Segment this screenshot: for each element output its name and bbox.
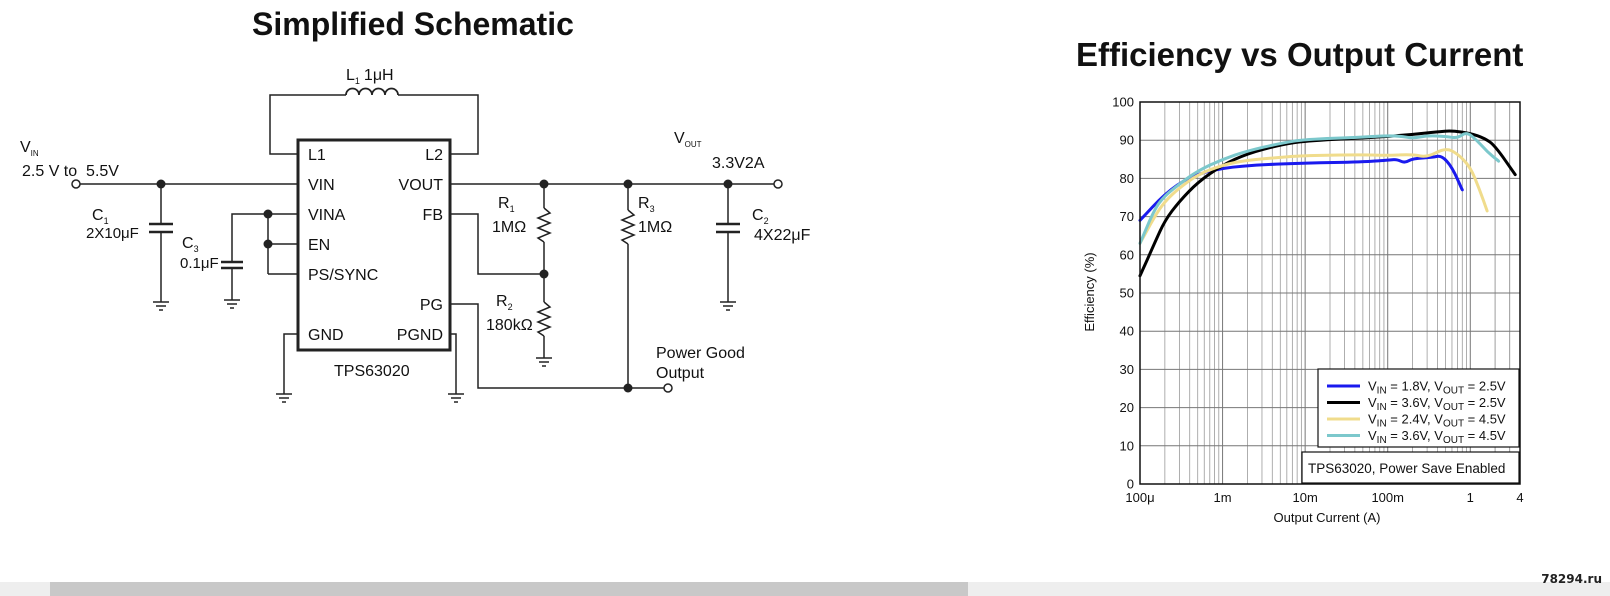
chart-grid [1139, 101, 1521, 485]
y-tick-label: 0 [1127, 477, 1134, 492]
y-tick-label: 100 [1112, 95, 1134, 110]
x-tick-label: 100m [1371, 490, 1404, 505]
series-line-1 [1138, 154, 1464, 222]
power-good-label-line2: Output [656, 365, 705, 382]
horizontal-scrollbar[interactable] [0, 582, 1610, 596]
pin-l2: L2 [425, 147, 443, 164]
r3-value: 1MΩ [638, 219, 672, 236]
c1-value: 2X10μF [86, 225, 139, 242]
chart-series [1138, 129, 1517, 278]
y-tick-labels: 0 10 20 30 40 50 60 70 80 90 100 [1112, 95, 1134, 492]
r2-label: R2 [496, 293, 513, 312]
c2-value: 4X22μF [754, 227, 811, 244]
x-tick-label: 1 [1467, 490, 1474, 505]
c1-label: C1 [92, 207, 109, 226]
r2-resistor [536, 301, 552, 337]
chart-title: Efficiency vs Output Current [1076, 36, 1524, 73]
ground-symbols [153, 299, 736, 403]
power-good-label-line1: Power Good [656, 345, 745, 362]
pin-en: EN [308, 237, 330, 254]
x-tick-label: 4 [1516, 490, 1523, 505]
c3-label: C3 [182, 235, 199, 254]
series-line-4 [1138, 132, 1501, 245]
pin-vin: VIN [308, 177, 335, 194]
terminals [71, 179, 783, 393]
annotation-text: TPS63020, Power Save Enabled [1308, 461, 1505, 476]
junction-dots [156, 179, 733, 393]
vout-value: 3.3V2A [712, 155, 765, 172]
y-tick-label: 80 [1120, 171, 1134, 186]
y-tick-label: 40 [1120, 324, 1134, 339]
y-tick-label: 90 [1120, 133, 1134, 148]
y-tick-label: 70 [1120, 209, 1134, 224]
pin-gnd: GND [308, 327, 344, 344]
vout-label: VOUT [674, 130, 702, 149]
pin-pgnd: PGND [397, 327, 443, 344]
r2-value: 180kΩ [486, 317, 533, 334]
inductor-symbol [345, 87, 399, 96]
r1-label: R1 [498, 195, 515, 214]
x-axis-label: Output Current (A) [1274, 510, 1381, 525]
r3-label: R3 [638, 195, 655, 214]
legend-entry: VIN = 3.6V, VOUT = 4.5V [1368, 428, 1506, 446]
scrollbar-thumb[interactable] [50, 582, 968, 596]
ic-name: TPS63020 [334, 363, 410, 380]
ic-body [296, 138, 452, 352]
legend-box [1317, 368, 1520, 448]
y-tick-label: 50 [1120, 286, 1134, 301]
watermark: 78294.ru [1541, 572, 1602, 586]
r3-resistor [620, 209, 636, 245]
y-tick-label: 60 [1120, 247, 1134, 262]
x-tick-label: 10m [1292, 490, 1317, 505]
r1-value: 1MΩ [492, 219, 526, 236]
chart-annotation: TPS63020, Power Save Enabled [1301, 451, 1520, 484]
x-tick-label: 1m [1214, 490, 1232, 505]
series-line-2 [1138, 129, 1517, 278]
c3-value: 0.1μF [180, 255, 219, 272]
pin-l1: L1 [308, 147, 326, 164]
schematic-diagram: L1 VIN VINA EN PS/SYNC GND L2 VOUT FB PG… [20, 67, 811, 403]
vin-range: 2.5 V to 5.5V [22, 163, 119, 180]
schematic-title: Simplified Schematic [252, 6, 574, 42]
pin-pg: PG [420, 297, 443, 314]
pin-ps-sync: PS/SYNC [308, 267, 378, 284]
series-line-3 [1138, 148, 1489, 245]
annotation-box [1301, 451, 1520, 484]
legend-entry: VIN = 2.4V, VOUT = 4.5V [1368, 412, 1506, 430]
y-tick-label: 10 [1120, 438, 1134, 453]
legend-entry: VIN = 1.8V, VOUT = 2.5V [1368, 379, 1506, 397]
y-tick-label: 20 [1120, 400, 1134, 415]
y-axis-label: Efficiency (%) [1082, 252, 1097, 331]
pin-vout: VOUT [399, 177, 444, 194]
legend-entry: VIN = 3.6V, VOUT = 2.5V [1368, 395, 1506, 413]
c2-label: C2 [752, 207, 769, 226]
pin-fb: FB [423, 207, 443, 224]
r1-resistor [536, 207, 552, 243]
vin-label: VIN [20, 139, 39, 158]
pin-vina: VINA [308, 207, 346, 224]
x-tick-label: 100μ [1125, 490, 1154, 505]
x-tick-labels: 100μ 1m 10m 100m 1 4 [1125, 490, 1523, 505]
y-tick-label: 30 [1120, 362, 1134, 377]
plot-frame [1139, 101, 1521, 485]
